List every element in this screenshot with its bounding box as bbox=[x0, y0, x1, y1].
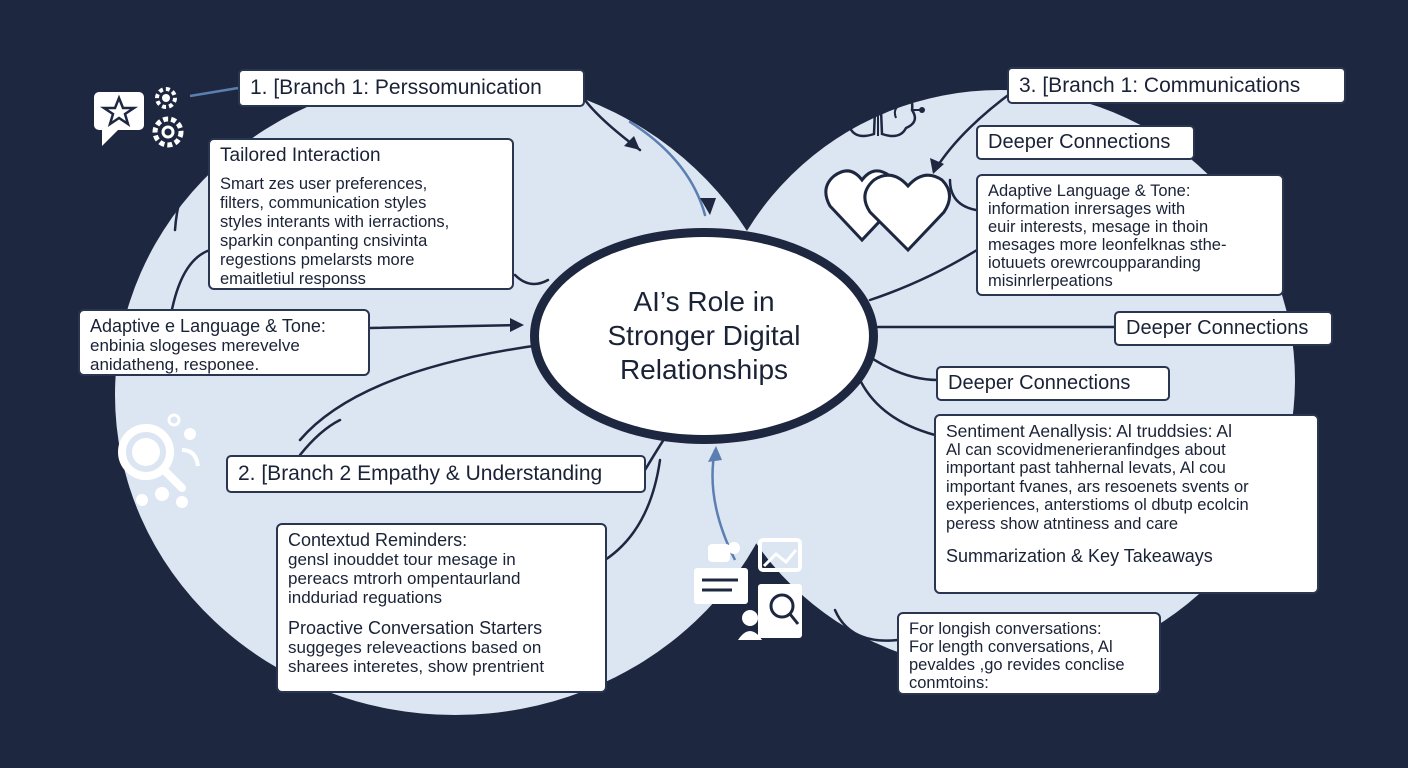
branch3-sentiment-heading: Sentiment Aenallysis: Al truddsies: Al bbox=[946, 421, 1232, 441]
connector-tailored bbox=[513, 273, 550, 286]
branch3-adaptive-line-2: information inrersages with bbox=[988, 200, 1186, 218]
branch3-deeper-top: Deeper Connections bbox=[976, 125, 1195, 160]
branch3-longish-box: For longish conversations: For length co… bbox=[897, 612, 1161, 695]
branch3-deeper-right-text: Deeper Connections bbox=[1126, 317, 1309, 339]
branch3-sentiment-box: Sentiment Aenallysis: Al truddsies: Al A… bbox=[934, 414, 1319, 594]
branch1-tailored-line-4: sparkin conpanting cnsivinta bbox=[220, 232, 428, 250]
brain-icon bbox=[831, 83, 925, 138]
branch3-adaptive-line-6: misinrlerpeations bbox=[988, 272, 1113, 290]
arrowhead-center-top bbox=[700, 198, 716, 215]
branch3-sentiment-line-2: important past tahhernal levats, Al cou bbox=[946, 459, 1226, 477]
center-line-3: Relationships bbox=[619, 354, 789, 385]
branch3-adaptive-line-4: mesages more leonfelknas sthe- bbox=[988, 236, 1227, 254]
branch1-tailored-box: Tailored Interaction Smart zes user pref… bbox=[208, 138, 514, 290]
connector-longish bbox=[833, 608, 900, 642]
hearts-icon bbox=[824, 169, 951, 253]
center-line-1: AI’s Role in bbox=[633, 286, 775, 317]
branch3-deeper-right: Deeper Connections bbox=[1114, 311, 1333, 346]
branch3-longish-line-1: For longish conversations: bbox=[909, 620, 1102, 638]
center-line-2: Stronger Digital bbox=[607, 320, 801, 351]
branch1-tailored-heading: Tailored Interaction bbox=[220, 145, 381, 166]
branch1-tailored-line-6: emaitletiul responss bbox=[220, 270, 366, 288]
branch2-starters-heading: Proactive Conversation Starters bbox=[288, 618, 543, 638]
connector-adaptive bbox=[368, 323, 522, 330]
branch3-sentiment-line-3: important fvanes, ars resoenets svents o… bbox=[946, 477, 1249, 496]
branch2-starters-line-1: suggeges releveactions based on bbox=[288, 638, 542, 657]
branch3-title-text: 3. [Branch 1: Communications bbox=[1019, 73, 1301, 97]
branch3-summarization-label: Summarization & Key Takeaways bbox=[946, 546, 1213, 566]
branch3-deeper-mid: Deeper Connections bbox=[936, 366, 1170, 401]
branch3-adaptive-line-1: Adaptive Language & Tone: bbox=[988, 182, 1191, 200]
branch3-adaptive-line-3: euir interests, mesage in thoin bbox=[988, 218, 1209, 236]
connector-top-arrow bbox=[933, 88, 1017, 172]
branch1-title: 1. [Branch 1: Perssomunication bbox=[238, 69, 585, 107]
connector-branch1-center bbox=[628, 120, 707, 217]
documents-search-icon bbox=[694, 538, 802, 640]
branch1-adaptive-line-3: anidatheng, responee. bbox=[90, 355, 260, 374]
branch3-deeper-mid-text: Deeper Connections bbox=[948, 372, 1131, 394]
branch3-longish-line-2: For length conversations, Al bbox=[909, 638, 1113, 656]
branch3-sentiment-line-5: peress show atntiness and care bbox=[946, 514, 1179, 533]
branch1-tailored-line-3: styles interants with ierractions, bbox=[220, 213, 450, 231]
connector-right-sentiment bbox=[858, 378, 937, 437]
connector-left-mid bbox=[298, 343, 542, 442]
chat-star-gears-icon bbox=[94, 87, 184, 148]
branch1-adaptive-line-2: enbinia slogeses merevelve bbox=[90, 336, 300, 355]
branch1-tailored-line-5: regestions pmelarsts more bbox=[220, 251, 415, 269]
branch2-title: 2. [Branch 2 Empathy & Understanding bbox=[226, 455, 646, 493]
connector-branch2-left bbox=[298, 418, 342, 457]
branch2-box: Contextud Reminders: gensl inouddet tour… bbox=[276, 523, 607, 693]
branch1-tailored-line-2: filters, communication styles bbox=[220, 194, 427, 212]
connector-reminders bbox=[603, 458, 662, 562]
center-node: AI’s Role in Stronger Digital Relationsh… bbox=[530, 228, 878, 444]
branch1-adaptive-line-1: Adaptive e Language & Tone: bbox=[90, 317, 326, 336]
arrowhead-branch3 bbox=[930, 158, 944, 174]
branch1-tailored-line-1: Smart zes user preferences, bbox=[220, 175, 428, 193]
arrowhead-bottom-accent bbox=[708, 446, 722, 462]
branch2-reminders-line-2: pereacs mtrorh ompentaurland bbox=[288, 569, 521, 588]
branch3-longish-line-3: pevaldes ,go revides conclise bbox=[909, 656, 1125, 674]
connector-left-arc2 bbox=[168, 248, 212, 322]
branch3-adaptive-line-5: iotuuets orewrcoupparanding bbox=[988, 254, 1201, 272]
connector-right-1 bbox=[868, 243, 987, 302]
connector-top-left-icon bbox=[189, 86, 239, 98]
branch2-reminders-line-3: indduriad reguations bbox=[288, 588, 443, 607]
branch3-sentiment-line-4: experiences, anterstioms ol dbutp ecolci… bbox=[946, 496, 1249, 514]
branch2-title-text: 2. [Branch 2 Empathy & Understanding bbox=[238, 462, 603, 485]
branch3-sentiment-line-1: Al can scovidmenerieranfindges about bbox=[946, 440, 1226, 459]
branch3-title: 3. [Branch 1: Communications bbox=[1007, 67, 1346, 104]
arrowhead-adaptive bbox=[510, 318, 524, 332]
branch1-adaptive-box: Adaptive e Language & Tone: enbinia slog… bbox=[78, 309, 370, 376]
branch2-starters-line-2: sharees interetes, show prentrient bbox=[288, 657, 545, 676]
branch3-adaptive-box: Adaptive Language & Tone: information in… bbox=[976, 174, 1284, 296]
arrowhead-top-left bbox=[624, 136, 640, 150]
connector-branch3-adaptive bbox=[948, 178, 978, 212]
branch3-deeper-top-text: Deeper Connections bbox=[988, 131, 1171, 153]
magnifier-people-icon bbox=[118, 413, 200, 508]
branch2-reminders-heading: Contextud Reminders: bbox=[288, 530, 468, 550]
branch3-longish-line-4: conmtoins: bbox=[909, 674, 989, 692]
branch1-title-text: 1. [Branch 1: Perssomunication bbox=[250, 76, 542, 99]
branch2-reminders-line-1: gensl inouddet tour mesage in bbox=[288, 550, 516, 569]
